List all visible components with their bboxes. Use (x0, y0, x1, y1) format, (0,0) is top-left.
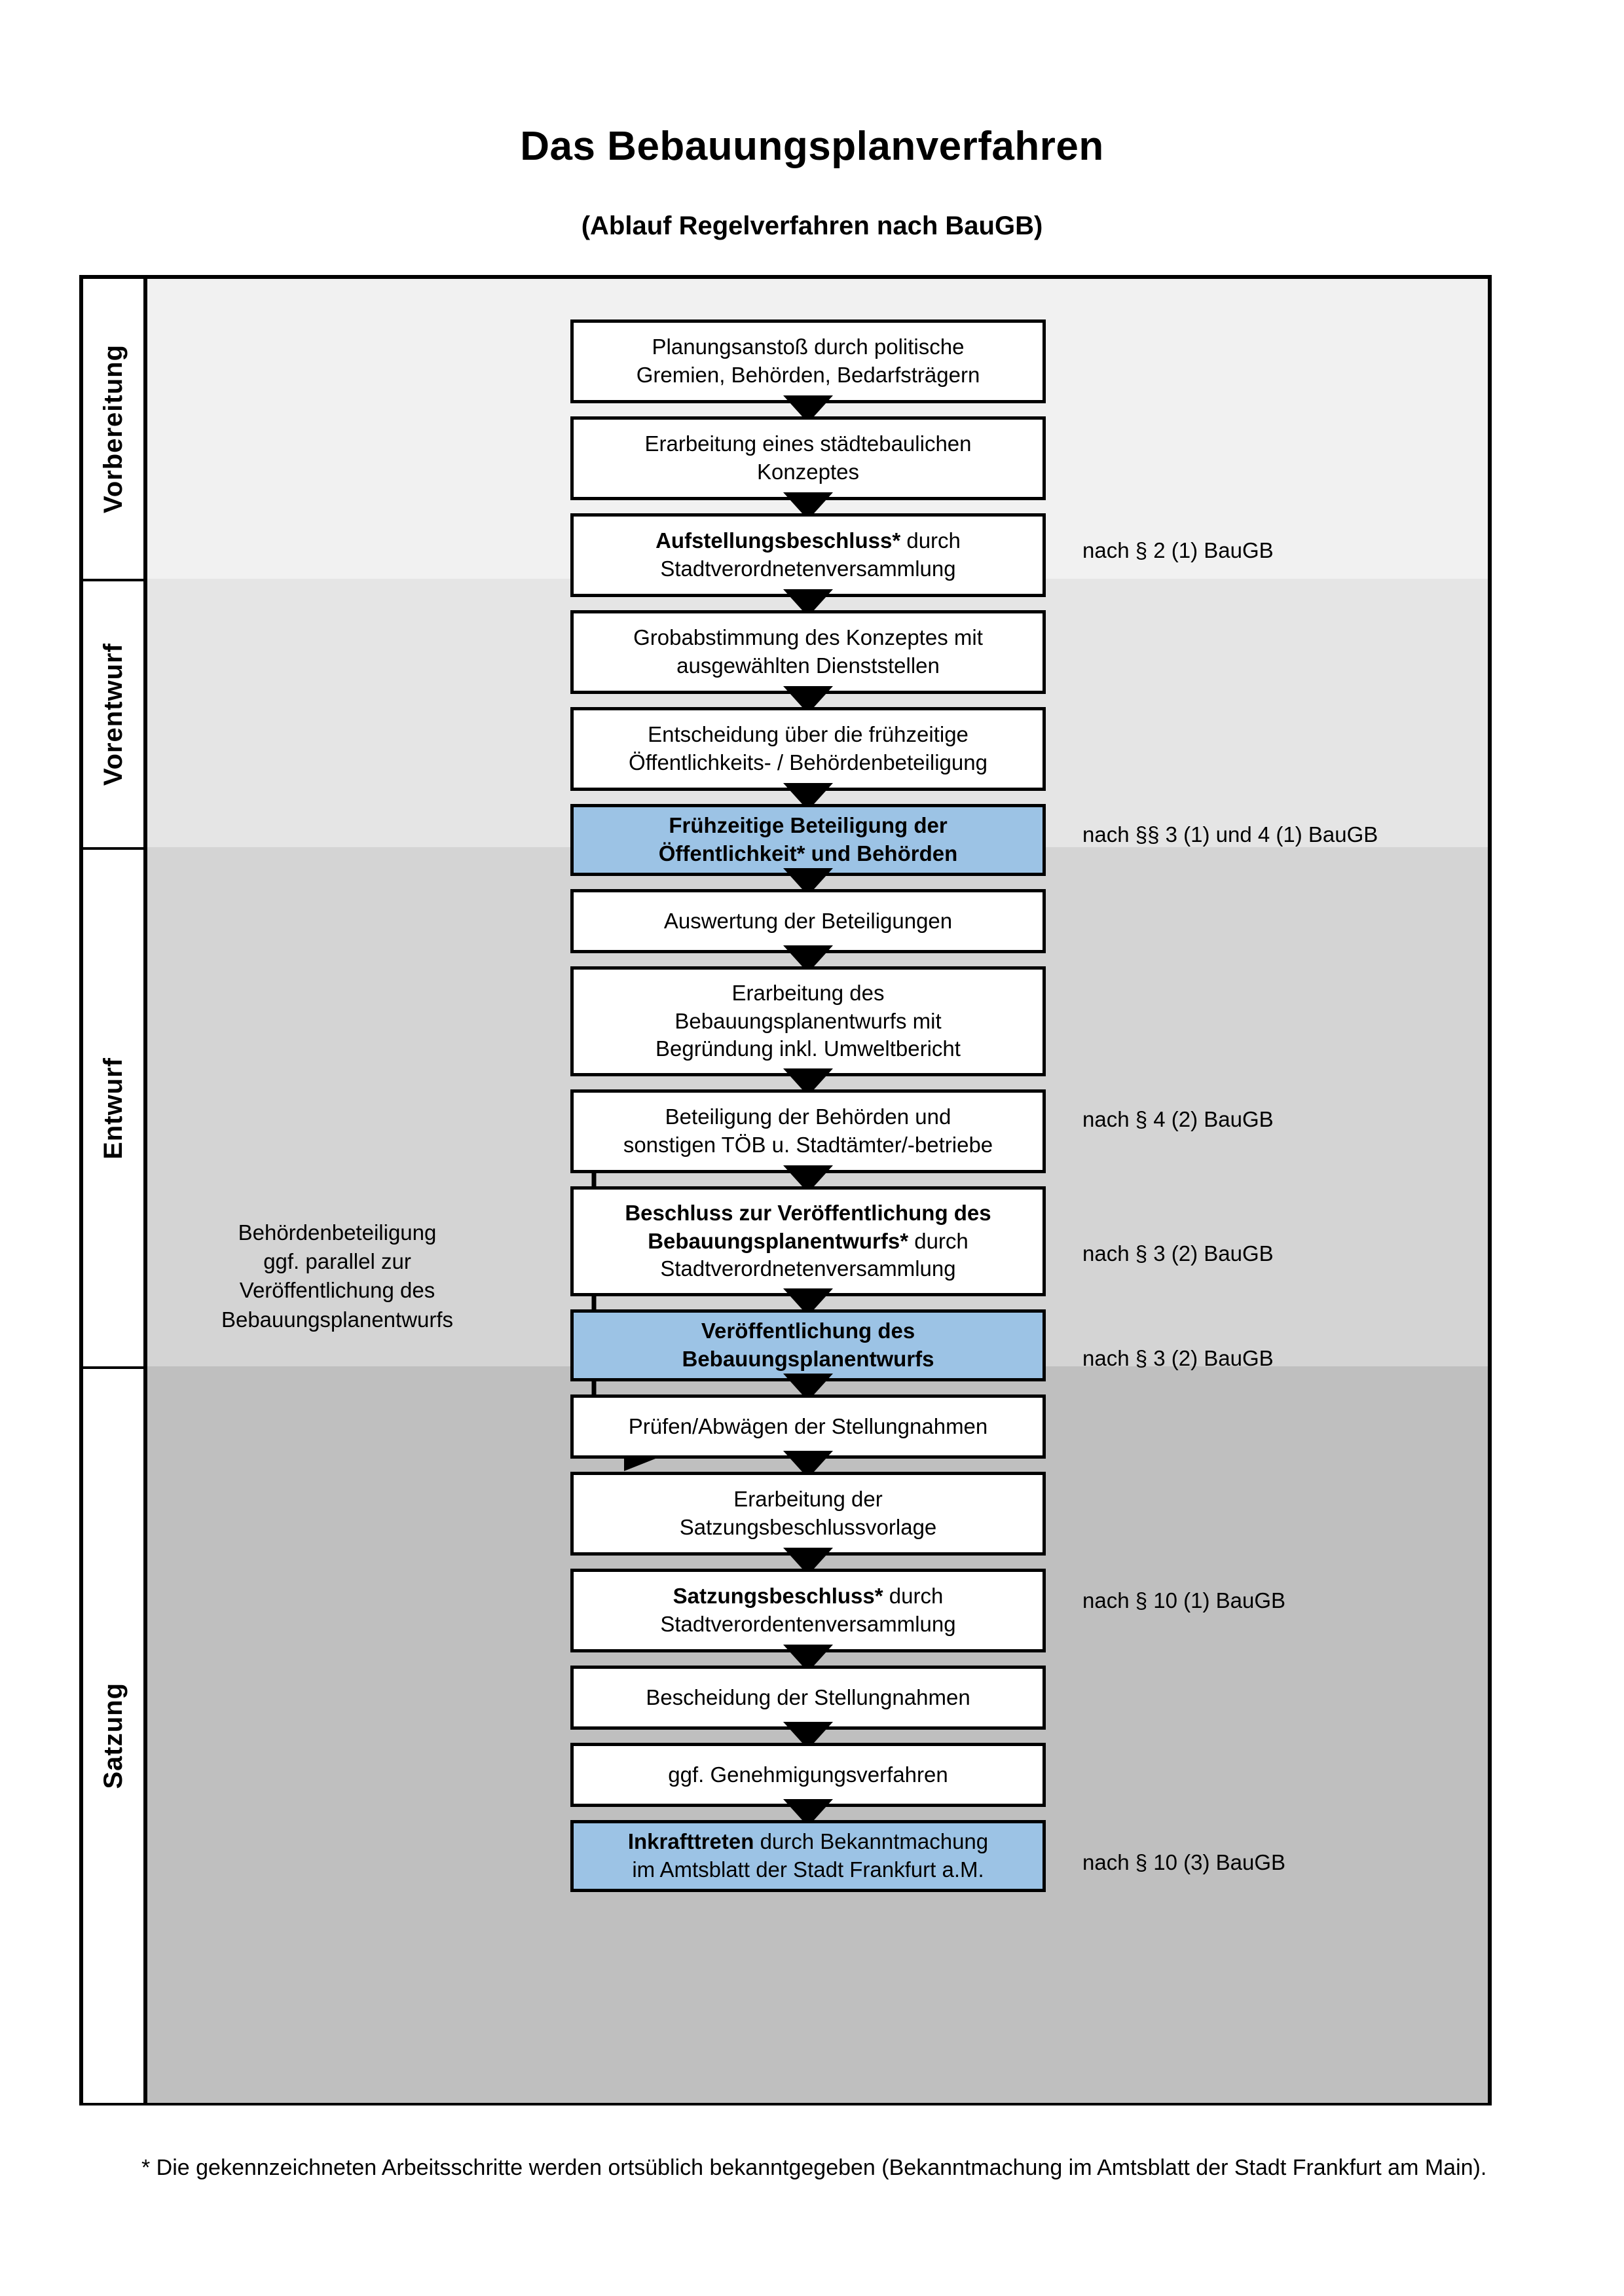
reference-par3-2-a: nach § 3 (2) BauGB (1082, 1241, 1274, 1266)
page-title: Das Bebauungsplanverfahren (520, 124, 1104, 169)
flow-box-bescheidung[interactable]: Bescheidung der Stellungnahmen (570, 1666, 1046, 1730)
footnote-text: * Die gekennzeichneten Arbeitsschritte w… (141, 2155, 1487, 2180)
flow-box-text: Auswertung der Beteiligungen (663, 908, 953, 933)
phase-label-vorentwurf: Vorentwurf (98, 642, 128, 786)
reference-par10-1: nach § 10 (1) BauGB (1082, 1588, 1286, 1613)
flow-box-text: Bescheidung der Stellungnahmen (646, 1685, 970, 1709)
phase-cell-satzung: Satzung (83, 1366, 143, 2103)
phase-label-entwurf: Entwurf (98, 1057, 128, 1159)
flowchart-frame: Vorbereitung Vorentwurf Entwurf Satzung … (79, 275, 1492, 2105)
phase-cell-vorentwurf: Vorentwurf (83, 579, 143, 847)
side-annotation-behoerdenbeteiligung: Behördenbeteiligung ggf. parallel zur Ve… (221, 1220, 454, 1332)
flow-box-genehmigungsverfahren[interactable]: ggf. Genehmigungsverfahren (570, 1743, 1046, 1807)
phase-label-satzung: Satzung (98, 1683, 128, 1789)
reference-par3-2-b: nach § 3 (2) BauGB (1082, 1346, 1274, 1370)
phase-label-column: Vorbereitung Vorentwurf Entwurf Satzung (83, 279, 147, 2103)
phase-cell-vorbereitung: Vorbereitung (83, 279, 143, 579)
phase-cell-entwurf: Entwurf (83, 847, 143, 1366)
reference-par2: nach § 2 (1) BauGB (1082, 538, 1274, 562)
flow-box-text: Prüfen/Abwägen der Stellungnahmen (628, 1413, 988, 1438)
phase-label-vorbereitung: Vorbereitung (98, 344, 128, 513)
reference-par10-3: nach § 10 (3) BauGB (1082, 1850, 1286, 1874)
flow-box-text: ggf. Genehmigungsverfahren (668, 1762, 948, 1787)
flow-box-pruefen-abwaegen[interactable]: Prüfen/Abwägen der Stellungnahmen (570, 1394, 1046, 1459)
reference-par4-2: nach § 4 (2) BauGB (1082, 1107, 1274, 1131)
flow-box-auswertung[interactable]: Auswertung der Beteiligungen (570, 889, 1046, 953)
reference-par3-4-1: nach §§ 3 (1) und 4 (1) BauGB (1082, 822, 1378, 847)
page-subtitle: (Ablauf Regelverfahren nach BauGB) (581, 211, 1043, 240)
